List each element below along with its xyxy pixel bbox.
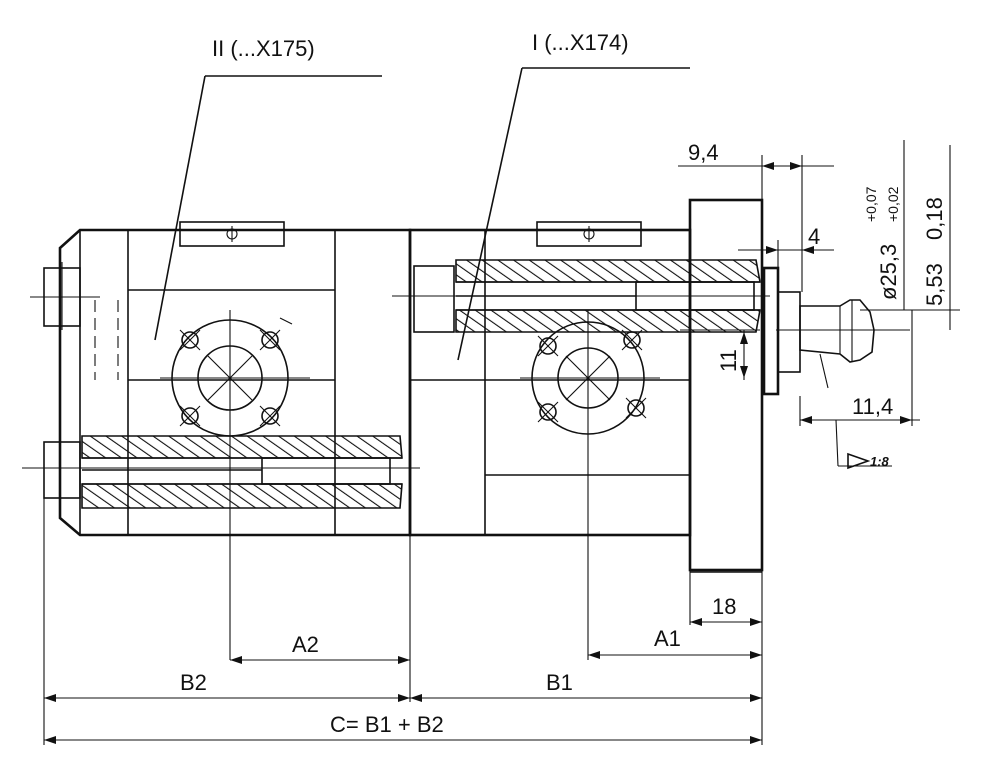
callout-leaders [154, 67, 690, 361]
callout-pump-ii: II (...X175) [212, 36, 315, 61]
dim-18: 18 [712, 594, 736, 619]
dim-shaft-tol-lower: +0,02 [885, 186, 901, 222]
dim-b2: B2 [180, 670, 207, 695]
dim-b1: B1 [546, 670, 573, 695]
dim-9-4: 9,4 [688, 140, 719, 165]
dimension-lines-bottom [43, 498, 763, 745]
dim-taper: 1:8 [870, 454, 890, 469]
callout-pump-i: I (...X174) [532, 30, 629, 55]
dim-11: 11 [716, 349, 741, 372]
dim-a1: A1 [654, 626, 681, 651]
dim-key-tolerance: 0,18 [922, 197, 947, 240]
dim-c-total: C= B1 + B2 [330, 712, 444, 737]
pump-i-body [392, 198, 910, 660]
dim-11-4: 11,4 [852, 394, 893, 419]
pump-ii-body [22, 221, 420, 660]
dim-shaft-diameter: ø25,3 [876, 244, 901, 300]
dim-4: 4 [808, 224, 820, 249]
dimension-lines-right [678, 140, 960, 470]
dim-shaft-tol-upper: +0,07 [863, 186, 879, 222]
dim-key-width: 5,53 [922, 263, 947, 306]
dim-a2: A2 [292, 632, 319, 657]
